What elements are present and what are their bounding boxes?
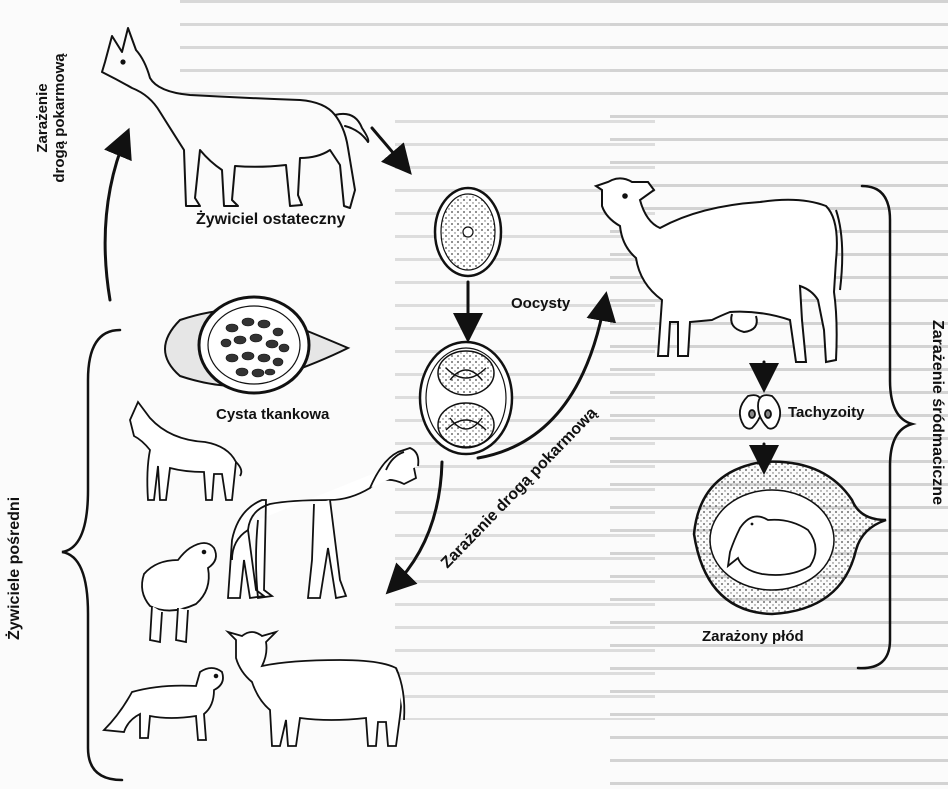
cow-large-illustration [596,178,842,362]
transplacental-brace [858,186,912,668]
tissue-cyst-illustration [165,297,348,393]
cat-illustration [102,28,368,208]
oocyst-unsporulated [435,188,501,276]
oral-infection-top-line2: drogą pokarmową [51,38,68,198]
oral-infection-top-label: Zarażenie drogą pokarmową [34,38,68,198]
dog-illustration [104,668,223,740]
tachyzoites-label: Tachyzoity [788,404,864,421]
horse-illustration [228,448,418,598]
infected-fetus-label: Zarażony płód [702,628,804,645]
transplacental-infection-label: Zarażenie śródmaciczne [929,320,946,505]
oocyst-sporulated [420,342,512,454]
definitive-host-label: Żywiciel ostateczny [196,211,345,228]
intermediate-hosts-brace [62,330,122,780]
tachyzoites-illustration [740,395,780,429]
infected-fetus-illustration [694,462,886,614]
oral-infection-top-line1: Zarażenie [34,38,51,198]
tissue-cyst-label: Cysta tkankowa [216,406,329,423]
cow-small-illustration [228,632,404,746]
intermediate-hosts-label: Żywiciele pośredni [6,497,23,640]
oocysts-label: Oocysty [511,295,570,312]
sheep-illustration [142,543,216,642]
